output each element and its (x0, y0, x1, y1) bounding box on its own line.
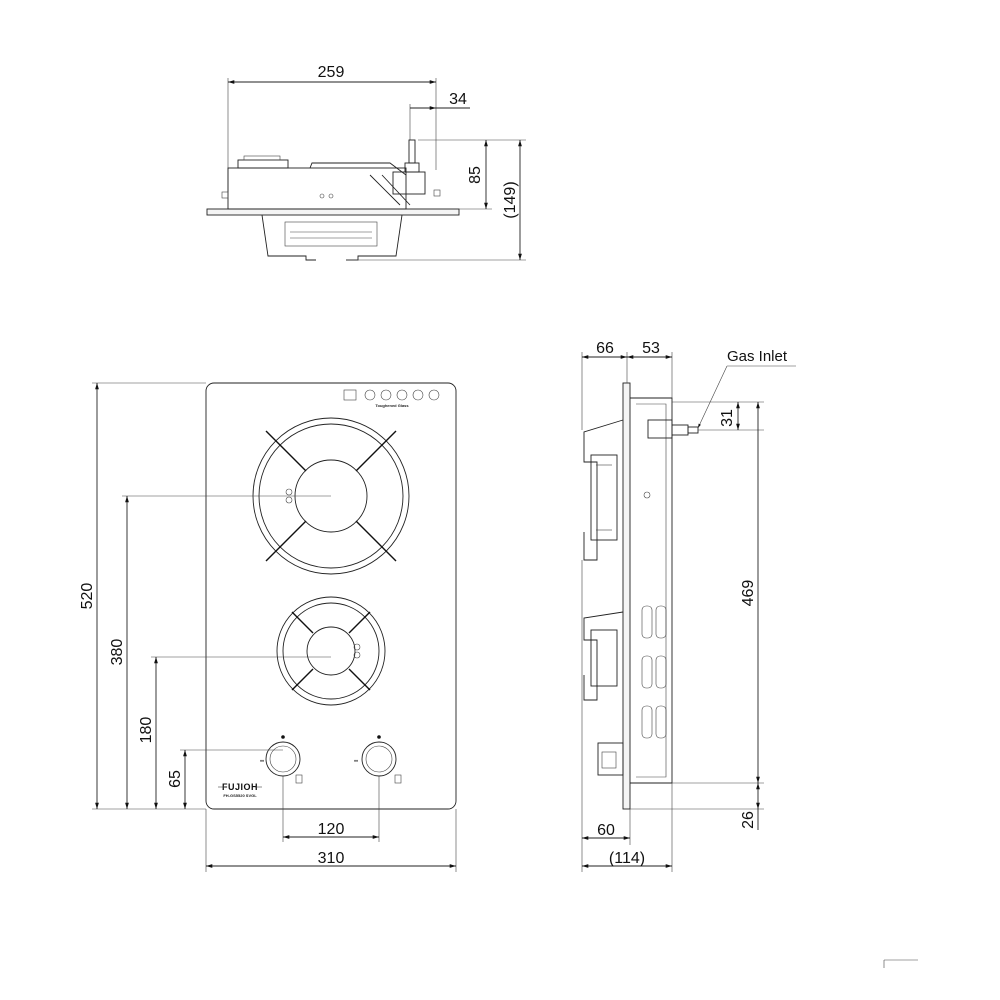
pan-support-arm (291, 668, 314, 691)
knob-side-inner (601, 751, 617, 769)
glass-top-panel (205, 382, 457, 810)
dim-114: (114) (609, 850, 645, 867)
burner-cap-top-inner (243, 155, 281, 161)
inlet-nut-top (404, 162, 420, 173)
dim-66: 66 (596, 340, 614, 357)
inlet-nut-side (671, 424, 689, 436)
glass-plate-side (622, 382, 631, 810)
underside-burner (284, 221, 378, 247)
thermocouple-pin (353, 651, 361, 659)
vent-slot (655, 705, 667, 739)
control-knob-left: ♦♦ (260, 735, 303, 784)
vent-slot (641, 605, 653, 639)
dim-259: 259 (318, 64, 345, 81)
pan-support-ring-inner (282, 602, 380, 700)
pipe-top (369, 174, 411, 206)
knob-body (265, 741, 301, 777)
glass-plate-top (206, 208, 460, 216)
knob-body (361, 741, 397, 777)
warning-icon (380, 389, 392, 401)
knob-indicator-dot (281, 735, 285, 739)
vent-slot (641, 705, 653, 739)
inlet-stem-top (408, 139, 416, 164)
warning-icon (396, 389, 408, 401)
hob-body-inner (636, 403, 667, 778)
manifold-top (309, 162, 407, 176)
knob-side (597, 742, 624, 776)
regulator-side (647, 419, 673, 439)
flame-icon: ♦♦ (354, 758, 358, 763)
dim-149: (149) (502, 181, 519, 218)
flame-icon: ♦♦ (260, 758, 264, 763)
control-knob-right: ♦♦ (354, 735, 402, 784)
vent-slot (655, 655, 667, 689)
knob-indicator-dot (377, 735, 381, 739)
ignition-pin (285, 488, 293, 496)
model-number: FH-GS5520 SVGL (223, 793, 257, 798)
pan-support-side-2 (583, 611, 624, 701)
clip-right-top (433, 189, 441, 197)
dim-310: 310 (318, 850, 345, 867)
dim-85: 85 (467, 166, 484, 184)
dim-60: 60 (597, 822, 615, 839)
warning-icon (364, 389, 376, 401)
burner-side-1 (590, 454, 618, 541)
gas-inlet-label: Gas Inlet (727, 348, 788, 365)
burner-small (276, 596, 386, 706)
dim-120: 120 (318, 821, 345, 838)
screw-side (643, 491, 651, 499)
dim-65: 65 (167, 770, 184, 788)
dim-520: 520 (79, 583, 96, 610)
thermocouple-pin (285, 496, 293, 504)
hob-body-side (630, 397, 673, 784)
pan-support-side-1 (583, 419, 624, 561)
burner-head (306, 626, 356, 676)
dim-180: 180 (138, 717, 155, 744)
front-view: Toughened Glass (79, 382, 457, 872)
dim-469: 469 (740, 580, 757, 607)
regulator-top (392, 171, 426, 195)
top-view: 259 34 85 (149) (206, 64, 526, 261)
warning-icon (412, 389, 424, 401)
vent-slot (641, 655, 653, 689)
dim-26: 26 (740, 811, 757, 829)
brand-logo: FUJIOH (222, 782, 258, 792)
pan-support-arm (355, 520, 397, 562)
dim-31: 31 (719, 409, 736, 427)
knob-ring (269, 745, 297, 773)
clip-left-top (221, 191, 229, 199)
dim-53: 53 (642, 340, 660, 357)
pan-support-arm (265, 430, 307, 472)
burner-position-icon (295, 774, 303, 784)
pan-support-arm (348, 668, 371, 691)
screw-top (328, 193, 334, 199)
ignition-pin (353, 643, 361, 651)
glass-label: Toughened Glass (375, 403, 409, 408)
warning-icon (428, 389, 440, 401)
dim-34: 34 (449, 91, 467, 108)
pan-support-arm (265, 520, 307, 562)
knob-ring (365, 745, 393, 773)
burner-cap-top (237, 159, 289, 169)
pan-support-arm (291, 611, 314, 634)
underside-left (261, 214, 316, 261)
gas-inlet-leader (697, 365, 728, 429)
certification-icon (343, 389, 357, 401)
pan-support-arm (348, 611, 371, 634)
burner-side-2 (590, 629, 618, 687)
pan-support-ring-outer (276, 596, 386, 706)
screw-top (319, 193, 325, 199)
safety-symbols: Toughened Glass (343, 389, 440, 408)
pan-support-arm (355, 430, 397, 472)
dim-380: 380 (109, 639, 126, 666)
side-view: 66 53 Gas Inlet 31 469 26 60 (114) (581, 340, 796, 872)
burner-position-icon (394, 774, 402, 784)
inlet-pipe-side (687, 426, 699, 434)
vent-slot (655, 605, 667, 639)
hob-body-top (227, 167, 407, 210)
